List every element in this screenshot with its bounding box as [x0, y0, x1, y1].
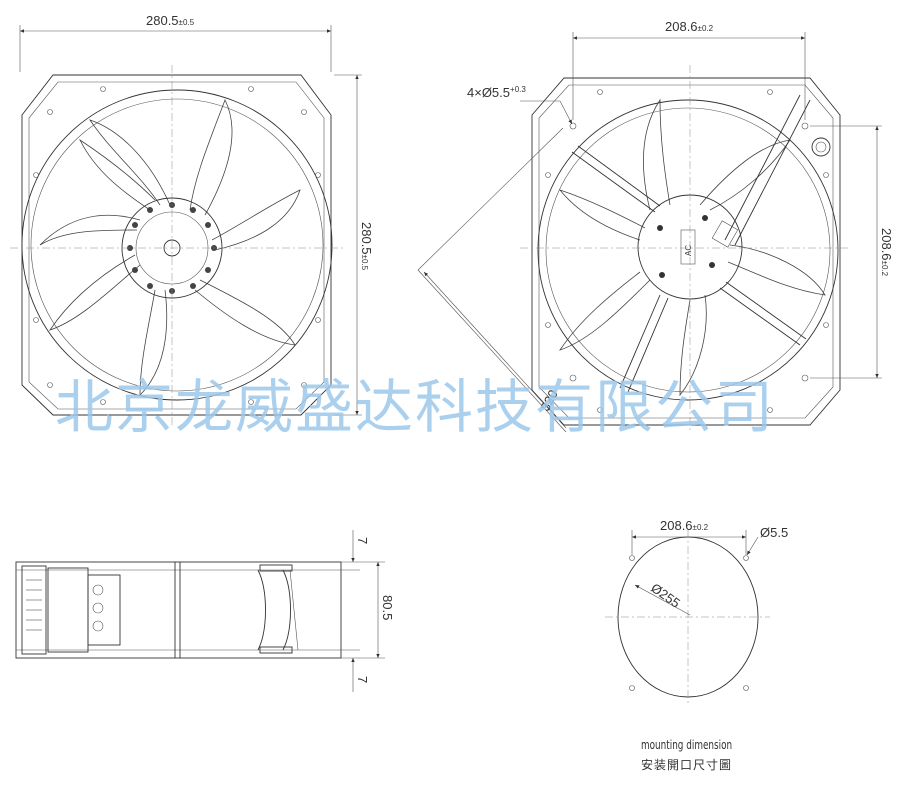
- rear-height-dim: 208.6±0.2: [879, 228, 894, 277]
- side-view: 80.5 7 7: [15, 530, 395, 692]
- rear-mount-holes: [545, 89, 829, 413]
- side-terminal-block: [21, 565, 121, 655]
- rear-width-dim: 208.6±0.2: [665, 19, 714, 34]
- rear-hub-label: AC: [684, 245, 693, 256]
- front-width-dim: 280.5±0.5: [146, 13, 195, 28]
- mounting-holes: [629, 555, 749, 691]
- rear-hole-callout: 4×Ø5.5+0.3: [467, 85, 526, 100]
- mounting-view: 208.6±0.2 Ø5.5 Ø255: [605, 518, 788, 705]
- side-depth-dim: 80.5: [380, 595, 395, 620]
- front-blades: [39, 98, 301, 396]
- rear-diagonal-dim: 320: [537, 387, 560, 413]
- side-flange-bottom-dim: 7: [355, 676, 370, 683]
- front-mount-holes: [33, 86, 321, 405]
- side-flange-top-dim: 7: [355, 537, 370, 544]
- mounting-caption-en: mounting dimension: [641, 738, 733, 752]
- front-venturi: [21, 89, 333, 401]
- front-view: 280.5±0.5 280.5±0.5: [10, 13, 374, 425]
- front-frame: [21, 74, 332, 416]
- rear-view: AC 208.6±0.2 208.6±0.2 4×Ø5.5+0.3 320: [417, 19, 894, 433]
- mounting-cutout-dim: Ø255: [648, 580, 683, 611]
- rear-venturi: [537, 99, 839, 401]
- rear-frame: [531, 77, 841, 426]
- side-body: [15, 561, 342, 659]
- mounting-width-dim: 208.6±0.2: [660, 518, 709, 533]
- mounting-caption-cn: 安装開口尺寸圖: [641, 758, 733, 772]
- rear-cable-gland: [811, 137, 831, 157]
- rear-struts: [571, 94, 811, 393]
- front-height-dim: 280.5±0.5: [359, 222, 374, 271]
- rear-blades: [558, 98, 826, 397]
- rear-hub-label-box: [680, 229, 696, 265]
- rear-hub-screws: [657, 215, 715, 278]
- mounting-hole-dim: Ø5.5: [760, 525, 788, 540]
- front-hub-shaft: [163, 239, 181, 257]
